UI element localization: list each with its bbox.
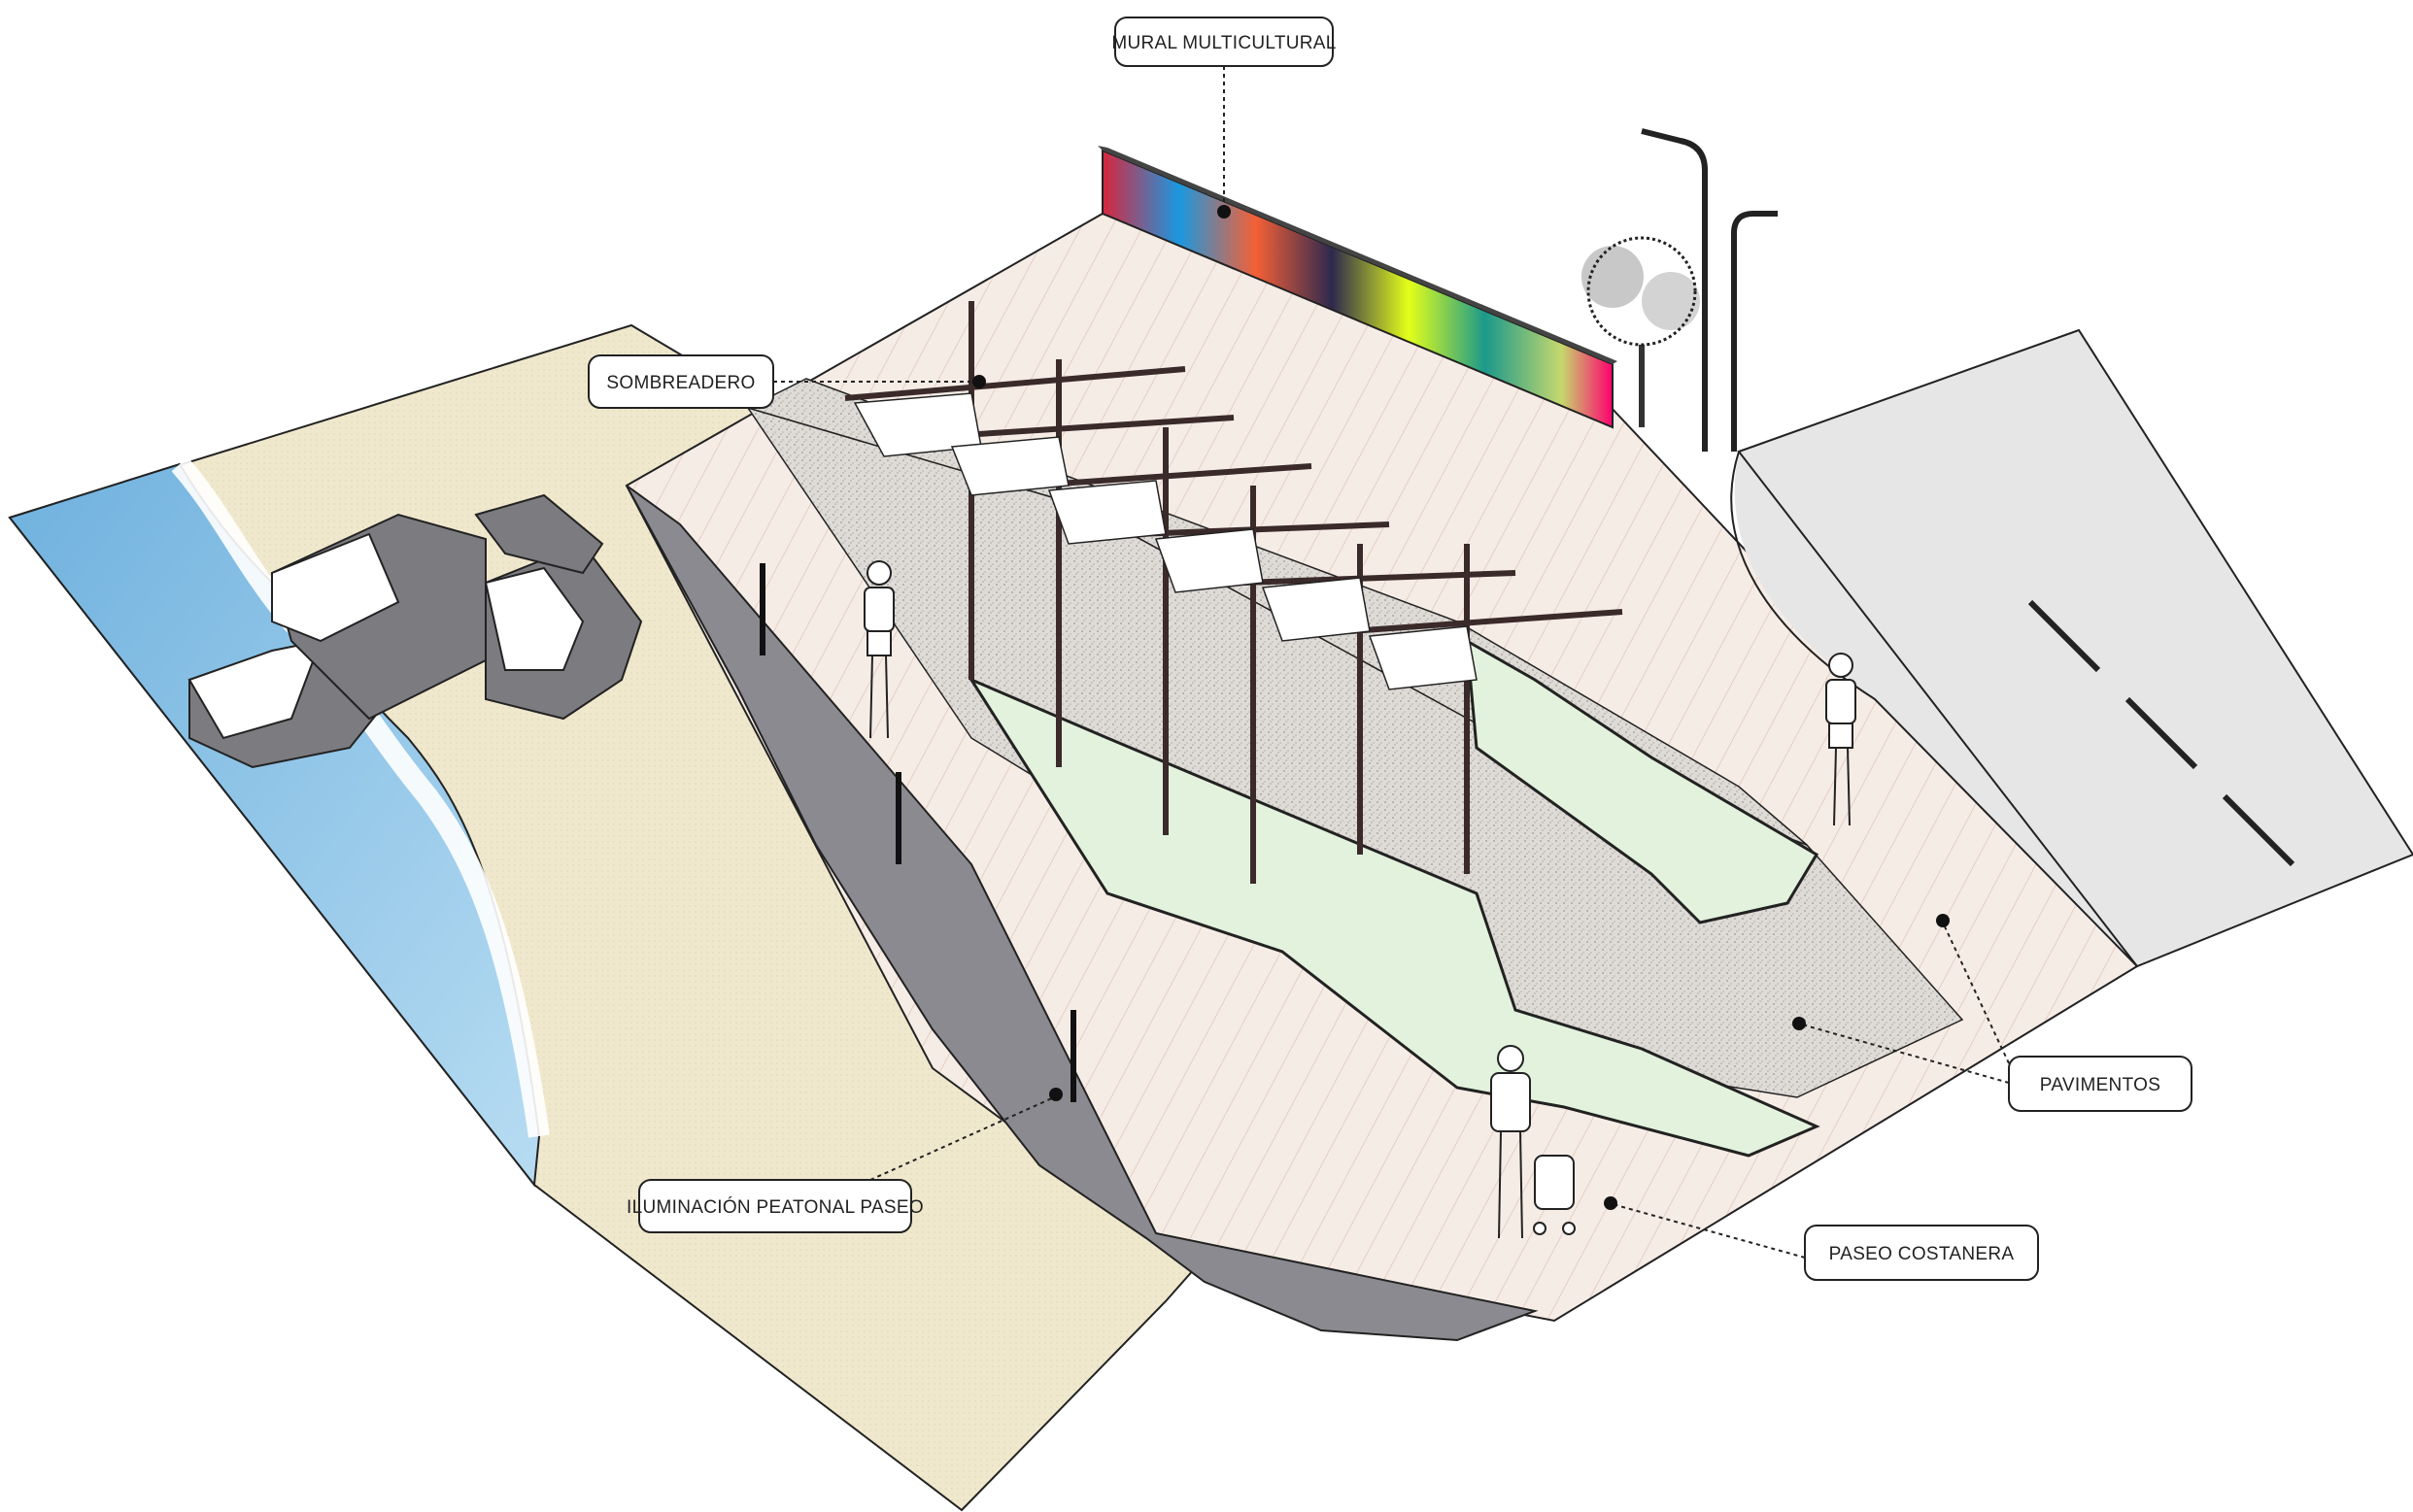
person-left — [864, 560, 895, 739]
sombreadero-callout-label: SOMBREADERO — [606, 373, 755, 393]
paseo-callout-box — [1804, 1225, 2039, 1281]
pergola-panels — [853, 392, 1478, 690]
person-with-stroller — [1490, 1045, 1576, 1239]
people — [864, 560, 1856, 1239]
pedestrian-lights — [760, 563, 1076, 1102]
retaining-wall — [626, 485, 1539, 1342]
tree — [1581, 236, 1700, 427]
mural-wall-top — [1098, 146, 1617, 364]
sombreadero-callout-box — [588, 354, 774, 409]
rocks — [187, 493, 643, 769]
iluminacion-callout-label: ILUMINACIÓN PEATONAL PASEO — [627, 1196, 924, 1218]
street-lamps — [1641, 128, 1778, 452]
sea-foam — [171, 456, 550, 1138]
iluminacion-callout-box — [638, 1179, 912, 1233]
green-planter-lower — [968, 676, 1820, 1158]
person-right — [1825, 653, 1856, 826]
pavimentos-callout-label: PAVIMENTOS — [2040, 1075, 2160, 1095]
road-center-dashes — [2027, 599, 2295, 867]
mural-callout-label: MURAL MULTICULTURAL — [1111, 33, 1336, 53]
paseo-callout-label: PASEO COSTANERA — [1829, 1244, 2015, 1264]
mural-callout-box — [1114, 17, 1334, 67]
green-planter-upper — [1465, 638, 1819, 924]
pavimentos-callout-box — [2008, 1056, 2192, 1112]
